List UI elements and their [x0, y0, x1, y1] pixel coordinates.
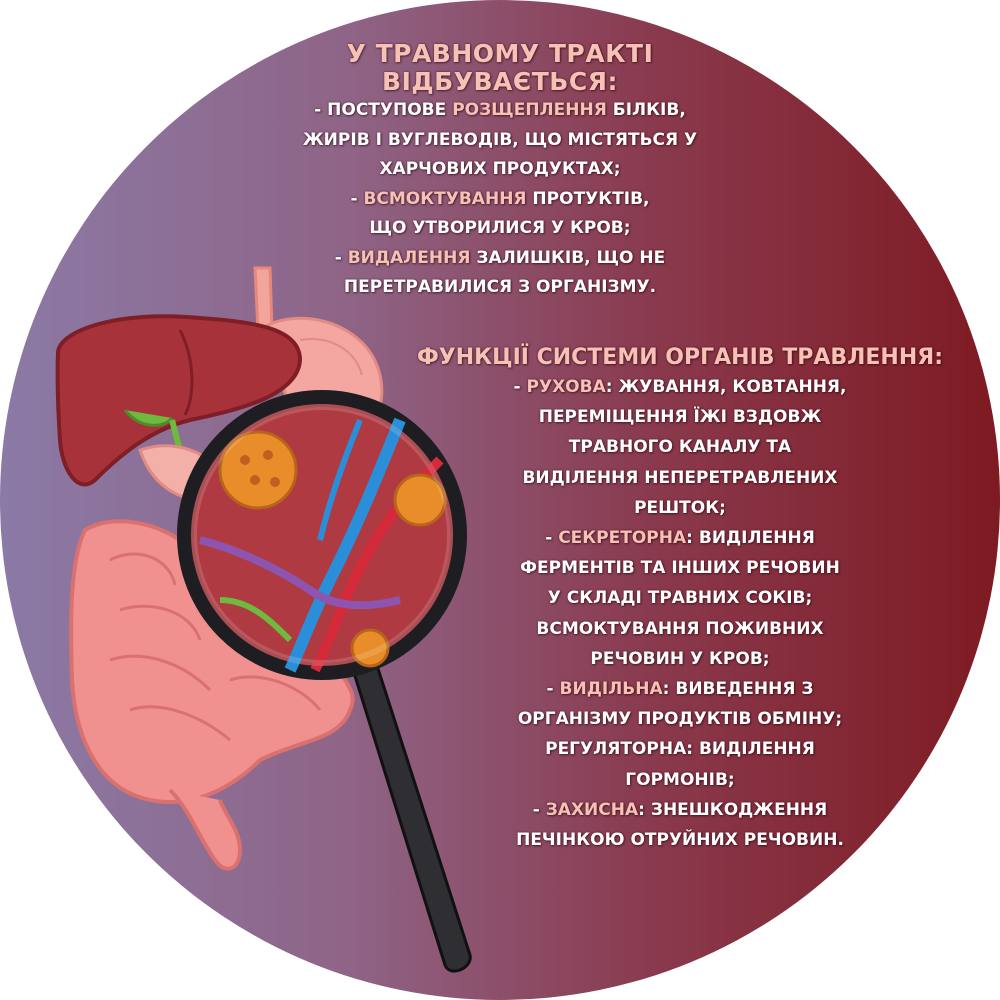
top-line-4: - ВСМОКТУВАННЯ ПРОТУКТІВ, — [350, 188, 650, 209]
func-line-6: - СЕКРЕТОРНА: ВИДІЛЕННЯ — [545, 528, 815, 549]
func-line-13: РЕГУЛЯТОРНА: ВИДІЛЕННЯ — [545, 739, 815, 760]
func-line-9: ВСМОКТУВАННЯ ПОЖИВНИХ — [536, 618, 824, 639]
top-line-3: ХАРЧОВИХ ПРОДУКТАХ; — [379, 159, 621, 179]
func-line-12: ОРГАНІЗМУ ПРОДУКТІВ ОБМІНУ; — [517, 709, 843, 730]
functions-text-block: ФУНКЦІЇ СИСТЕМИ ОРГАНІВ ТРАВЛЕННЯ: - РУХ… — [370, 344, 990, 855]
top-line-2: ЖИРІВ І ВУГЛЕВОДІВ, ЩО МІСТЯТЬСЯ У — [302, 129, 698, 150]
func-line-7: ФЕРМЕНТІВ ТА ІНШИХ РЕЧОВИН — [520, 558, 840, 579]
func-line-2: ПЕРЕМІЩЕННЯ ЇЖІ ВЗДОВЖ — [538, 407, 822, 428]
intestine-icon — [69, 519, 355, 871]
func-line-4: ВИДІЛЕННЯ НЕПЕРЕТРАВЛЕНИХ — [522, 467, 838, 488]
func-line-15: - ЗАХИСНА: ЗНЕШКОДЖЕННЯ — [532, 799, 828, 820]
func-line-8: У СКЛАДІ ТРАВНИХ СОКІВ; — [547, 588, 813, 609]
func-line-1: - РУХОВА: ЖУВАННЯ, КОВТАННЯ, — [513, 377, 847, 397]
cell-icon — [218, 430, 447, 668]
magnifying-glass-icon — [177, 390, 472, 973]
func-line-10: РЕЧОВИН У КРОВ; — [590, 648, 770, 669]
func-line-16: ПЕЧІНКОЮ ОТРУЙНИХ РЕЧОВИН. — [516, 830, 844, 851]
func-line-14: ГОРМОНІВ; — [625, 769, 735, 790]
top-heading-line2: ВІДБУВАЄТЬСЯ: — [382, 67, 618, 96]
top-line-5: ЩО УТВОРИЛИСЯ У КРОВ; — [369, 218, 631, 238]
functions-heading: ФУНКЦІЇ СИСТЕМИ ОРГАНІВ ТРАВЛЕННЯ: — [416, 345, 943, 370]
top-text-block: У ТРАВНОМУ ТРАКТІ ВІДБУВАЄТЬСЯ: - ПОСТУП… — [240, 40, 760, 303]
top-line-6: - ВИДАЛЕННЯ ЗАЛИШКІВ, ЩО НЕ — [334, 247, 666, 268]
func-line-3: ТРАВНОГО КАНАЛУ ТА — [568, 437, 792, 458]
top-line-7: ПЕРЕТРАВИЛИСЯ З ОРГАНІЗМУ. — [343, 277, 657, 297]
top-line-1: - ПОСТУПОВЕ РОЗЩЕПЛЕННЯ БІЛКІВ, — [314, 100, 686, 120]
func-line-11: - ВИДІЛЬНА: ВИВЕДЕННЯ З — [546, 679, 814, 700]
func-line-5: РЕШТОК; — [634, 497, 726, 518]
top-heading-line1: У ТРАВНОМУ ТРАКТІ — [346, 39, 654, 68]
